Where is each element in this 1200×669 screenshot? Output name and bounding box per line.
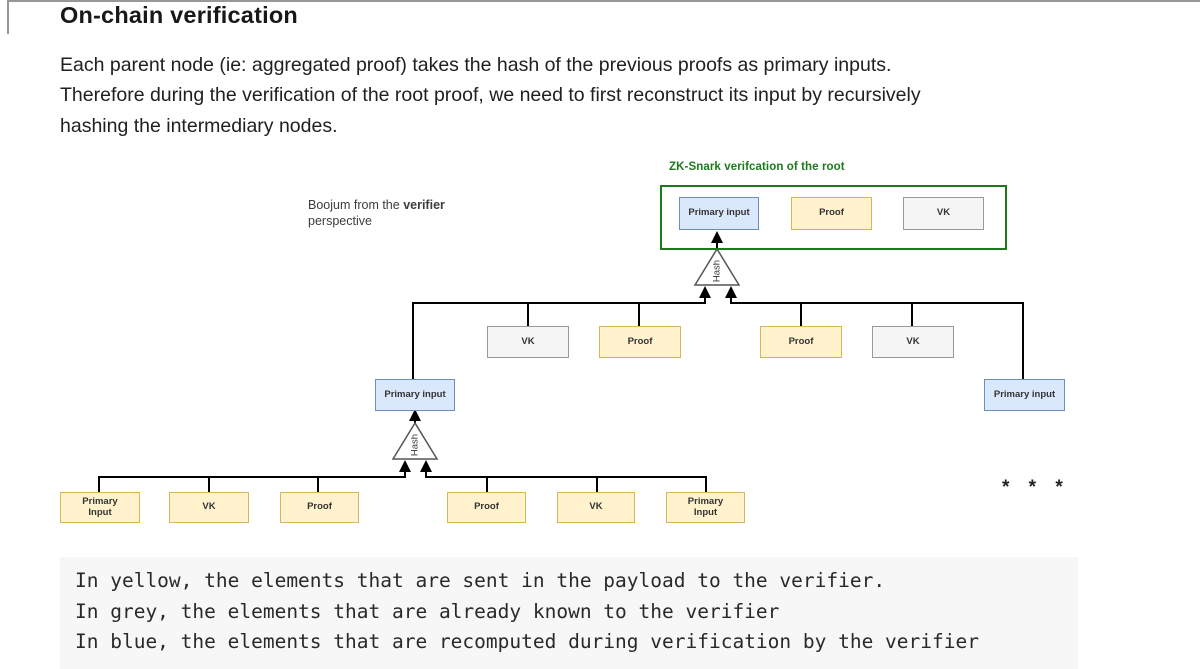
node-vk-mid-right: VK — [872, 326, 954, 358]
code-line: In yellow, the elements that are sent in… — [75, 569, 886, 592]
side-label-prefix: Boojum from the — [308, 198, 404, 212]
root-verification-group-box — [660, 185, 1007, 250]
node-primary-input-leaf: Primary Input — [666, 492, 745, 523]
left-edge-tick — [7, 0, 9, 34]
hash-triangle-lower: Hash — [391, 421, 439, 460]
root-verification-title: ZK-Snark verifcation of the root — [669, 161, 845, 173]
hash-triangle-root: Hash — [693, 247, 741, 286]
node-proof-mid-left: Proof — [599, 326, 681, 358]
intro-paragraph: Each parent node (ie: aggregated proof) … — [60, 50, 921, 141]
side-label-bold: verifier — [403, 198, 445, 212]
node-primary-input-mid-right: Primary input — [984, 379, 1065, 411]
node-proof-leaf: Proof — [447, 492, 526, 523]
node-proof-leaf: Proof — [280, 492, 359, 523]
boojum-side-label: Boojum from the verifier perspective — [308, 198, 478, 229]
node-vk-mid-left: VK — [487, 326, 569, 358]
code-line: In blue, the elements that are recompute… — [75, 630, 979, 654]
code-block: In yellow, the elements that are sent in… — [60, 557, 1078, 669]
top-divider — [7, 0, 1200, 2]
code-line: In grey, the elements that are already k… — [75, 599, 780, 623]
node-primary-input-root: Primary input — [679, 197, 759, 230]
node-vk-leaf: VK — [169, 492, 249, 523]
hash-triangle-label: Hash — [712, 260, 723, 282]
continuation-ellipsis: * * * — [1002, 477, 1070, 498]
node-proof-mid-right: Proof — [760, 326, 842, 358]
page-title: On-chain verification — [60, 2, 298, 28]
hash-triangle-label: Hash — [410, 434, 421, 456]
paragraph-line: Each parent node (ie: aggregated proof) … — [60, 54, 892, 76]
paragraph-line: hashing the intermediary nodes. — [60, 114, 338, 137]
side-label-line2: perspective — [308, 213, 372, 228]
node-primary-input-leaf: Primary Input — [60, 492, 140, 523]
node-vk-leaf: VK — [557, 492, 635, 523]
node-vk-root: VK — [903, 197, 984, 230]
node-primary-input-mid-left: Primary input — [375, 379, 455, 411]
paragraph-line: Therefore during the verification of the… — [60, 84, 921, 107]
node-proof-root: Proof — [791, 197, 872, 230]
